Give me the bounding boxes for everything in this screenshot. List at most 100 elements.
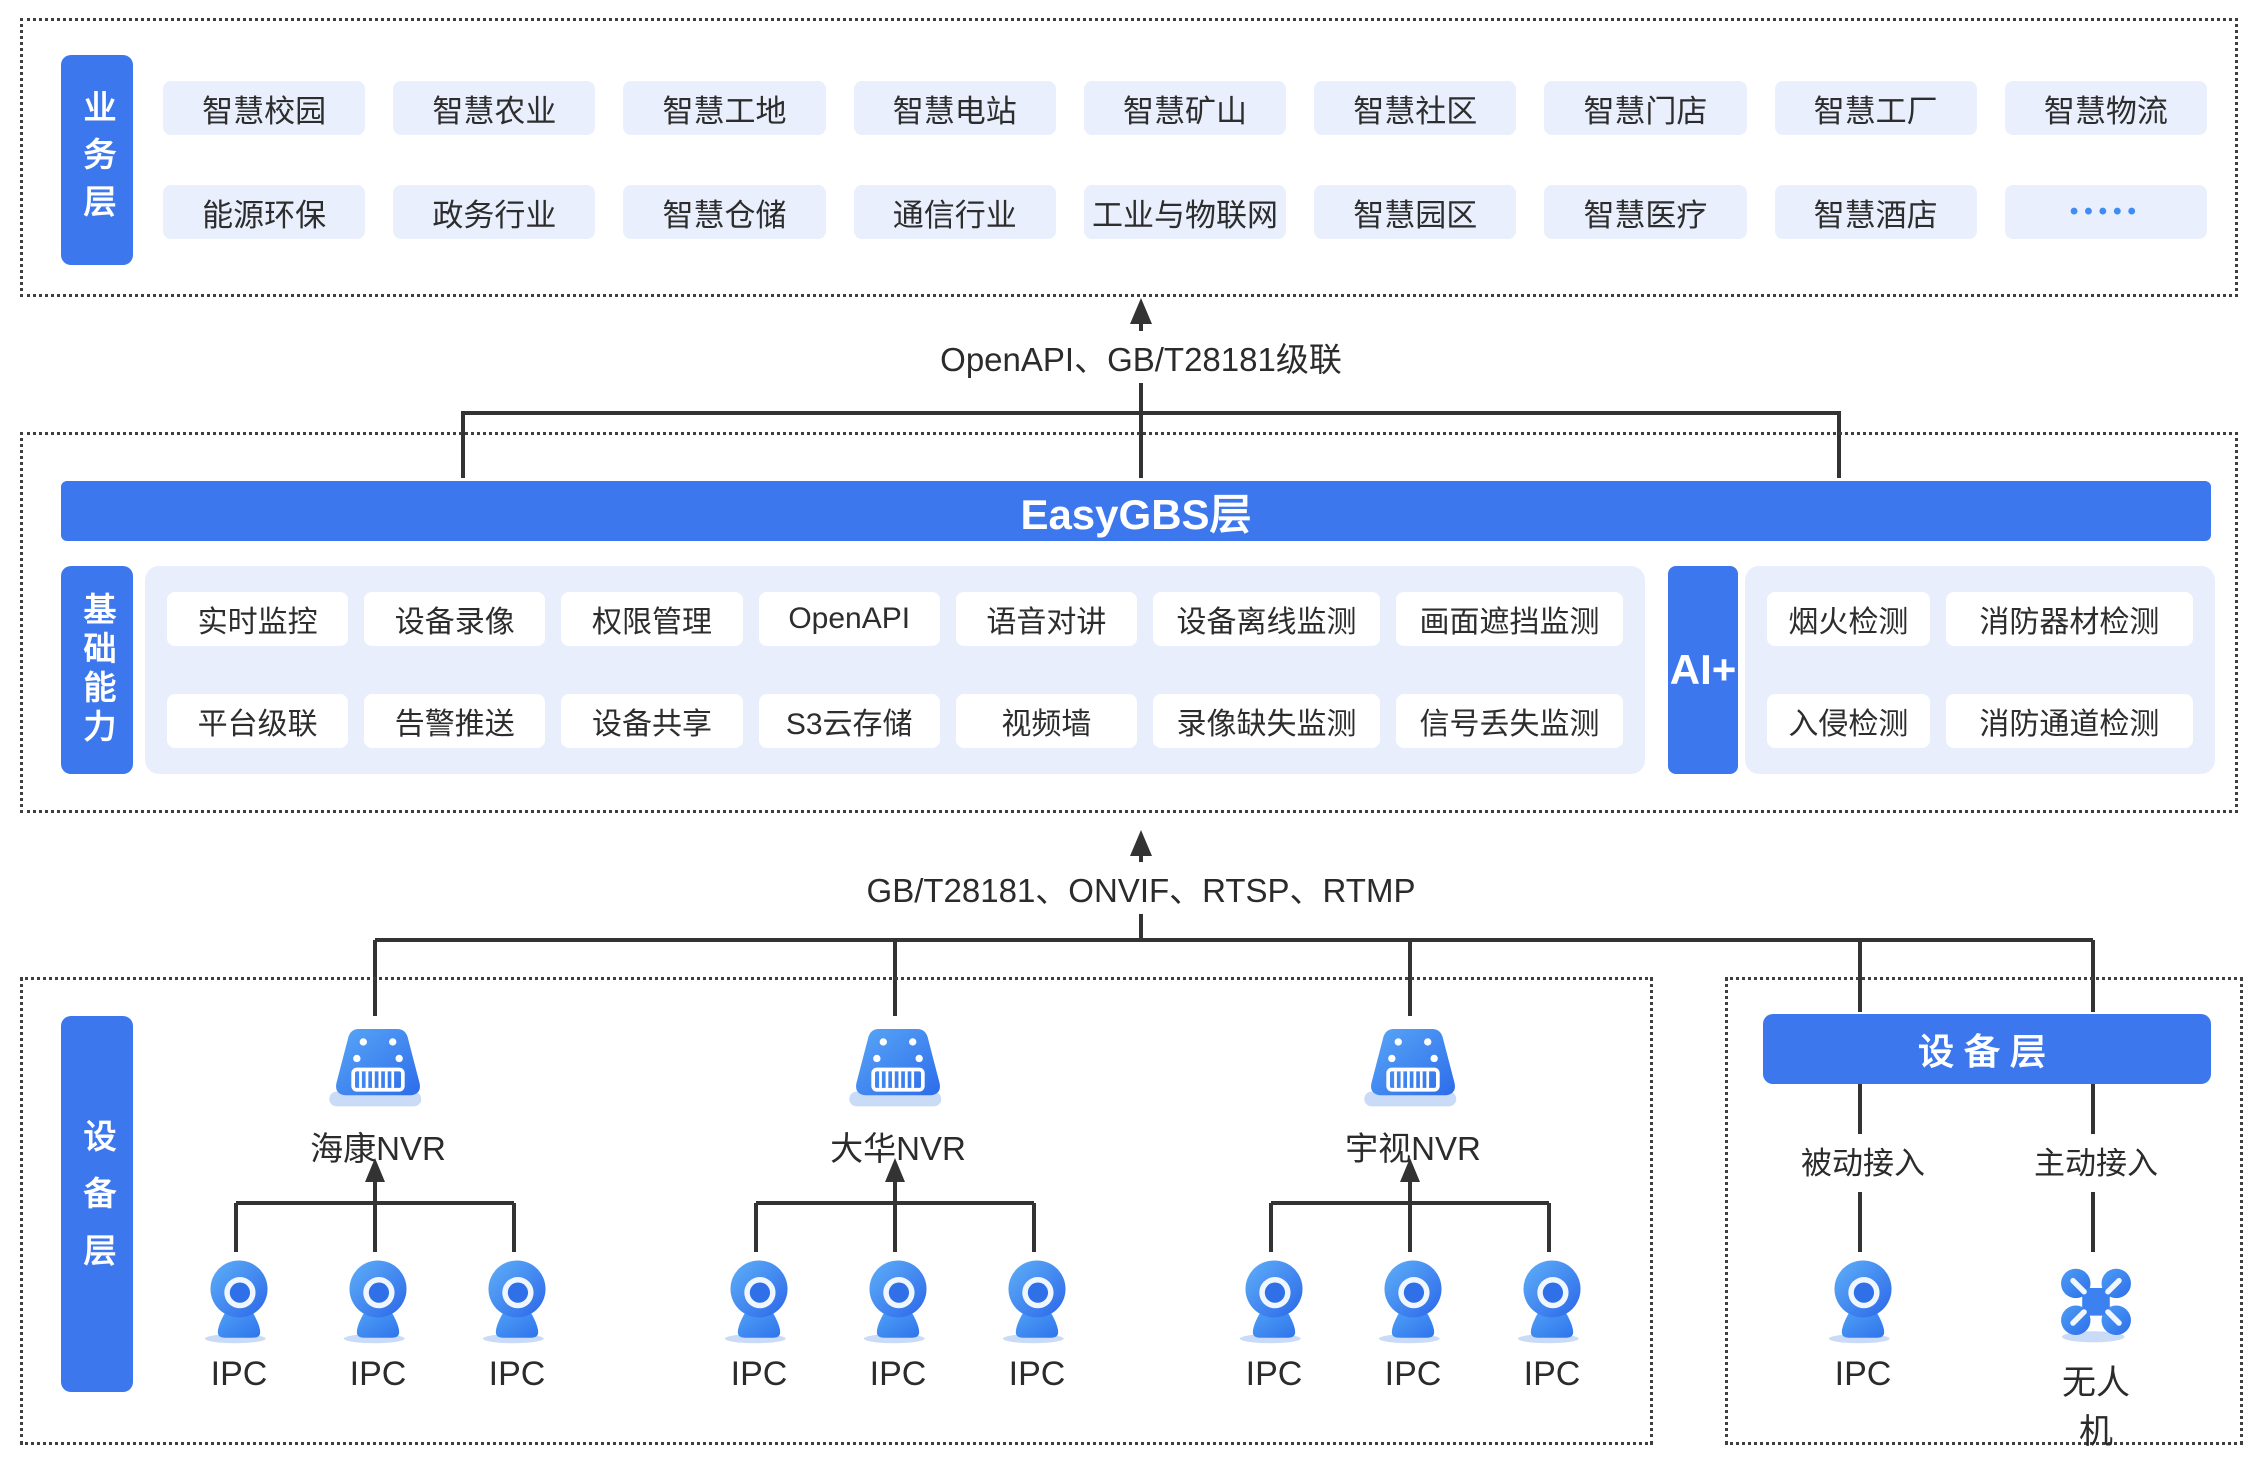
ai-row-2: 入侵检测 消防通道检测	[1767, 694, 2193, 748]
ipc-row: IPC IPC	[713, 1254, 1083, 1394]
nvr-name: 大华NVR	[830, 1130, 966, 1167]
ai-panel: 烟火检测 消防器材检测 入侵检测 消防通道检测	[1745, 566, 2215, 774]
ipc-node: IPC	[852, 1254, 944, 1394]
ipc-node: IPC	[332, 1254, 424, 1394]
business-chip: 智慧工地	[623, 81, 826, 135]
business-chip: 智慧矿山	[1083, 81, 1287, 135]
nvr-group: 宇视NVR IPC	[1228, 1010, 1598, 1393]
business-chip: 智慧社区	[1314, 81, 1517, 135]
ai-row-1: 烟火检测 消防器材检测	[1767, 592, 2193, 646]
ipc-node: IPC	[713, 1254, 805, 1394]
capability-row-2: 平台级联 告警推送 设备共享 S3云存储 视频墙 录像缺失监测 信号丢失监测	[167, 694, 1624, 748]
nvr-group: 大华NVR IPC	[713, 1010, 1083, 1393]
business-chip-row-1: 智慧校园 智慧农业 智慧工地 智慧电站 智慧矿山 智慧社区 智慧门店 智慧工厂 …	[163, 81, 2207, 135]
drone-node: 无人机	[2050, 1254, 2142, 1453]
capability-chip: 视频墙	[955, 694, 1138, 748]
active-access-label: 主动接入	[2034, 1146, 2158, 1181]
nvr-recorder-icon	[1364, 1029, 1457, 1107]
nvr-name: 宇视NVR	[1345, 1130, 1481, 1167]
up-arrowhead	[1130, 298, 1152, 324]
device-layer-title: 设备层	[61, 1016, 133, 1392]
nvr-recorder-icon	[329, 1029, 422, 1107]
nvr-name: 海康NVR	[310, 1130, 446, 1167]
capability-chip: 设备共享	[561, 694, 743, 748]
business-chip-row-2: 能源环保 政务行业 智慧仓储 通信行业 工业与物联网 智慧园区 智慧医疗 智慧酒…	[163, 185, 2207, 239]
ipc-camera-icon	[1002, 1260, 1066, 1344]
up-arrowhead	[1130, 830, 1152, 856]
ipc-label: IPC	[1008, 1355, 1066, 1393]
ipc-camera-icon	[724, 1260, 788, 1344]
ipc-label: IPC	[1245, 1355, 1303, 1393]
capability-title: 基础能力	[61, 566, 133, 774]
ipc-row: IPC IPC	[1228, 1254, 1598, 1394]
ai-chip: 烟火检测	[1767, 592, 1930, 646]
business-chip: 智慧工厂	[1774, 81, 1977, 135]
business-layer-box: 业务层 智慧校园 智慧农业 智慧工地 智慧电站 智慧矿山 智慧社区 智慧门店 智…	[20, 18, 2238, 297]
business-layer-title: 业务层	[61, 55, 133, 265]
ipc-node: IPC	[991, 1254, 1083, 1394]
capability-chip: 画面遮挡监测	[1396, 592, 1624, 646]
ipc-node: IPC	[471, 1254, 563, 1394]
ai-plus-title: AI+	[1668, 566, 1738, 774]
business-chip: 智慧物流	[2004, 81, 2207, 135]
drone-label: 无人机	[2062, 1364, 2130, 1451]
capability-chip: 录像缺失监测	[1153, 694, 1381, 748]
ipc-node: IPC	[193, 1254, 285, 1394]
ipc-label: IPC	[1384, 1355, 1442, 1393]
capability-chip: 告警推送	[364, 694, 546, 748]
business-chip: 智慧仓储	[623, 185, 826, 239]
ipc-label: IPC	[488, 1355, 546, 1393]
ipc-node: IPC	[1228, 1254, 1320, 1394]
ipc-camera-icon	[1239, 1260, 1303, 1344]
business-chip: 智慧酒店	[1774, 185, 1977, 239]
ipc-label: IPC	[730, 1355, 788, 1393]
ipc-camera-icon	[1378, 1260, 1442, 1344]
business-chip: 智慧农业	[393, 81, 596, 135]
ai-chip: 入侵检测	[1767, 694, 1930, 748]
ipc-label: IPC	[1834, 1355, 1892, 1393]
ipc-camera-icon	[343, 1260, 407, 1344]
easygbs-title-bar: EasyGBS层	[61, 481, 2211, 541]
ipc-camera-icon	[482, 1260, 546, 1344]
business-chip: 智慧电站	[853, 81, 1056, 135]
ipc-node: IPC	[1506, 1254, 1598, 1394]
ipc-camera-icon	[1828, 1260, 1892, 1344]
ipc-camera-icon	[204, 1260, 268, 1344]
ipc-label: IPC	[1523, 1355, 1581, 1393]
capability-chip: S3云存储	[758, 694, 940, 748]
capability-chip: OpenAPI	[758, 592, 940, 646]
device-layer-box: 设备层 海康NVR	[20, 977, 1653, 1445]
capability-panel: 实时监控 设备录像 权限管理 OpenAPI 语音对讲 设备离线监测 画面遮挡监…	[145, 566, 1645, 774]
ai-chip: 消防器材检测	[1945, 592, 2193, 646]
ipc-label: IPC	[869, 1355, 927, 1393]
business-chip: 能源环保	[163, 185, 366, 239]
business-chip: 智慧门店	[1544, 81, 1747, 135]
nvr-group: 海康NVR IPC	[193, 1010, 563, 1393]
ipc-label: IPC	[349, 1355, 407, 1393]
ipc-node: IPC	[1817, 1254, 1909, 1394]
passive-access-label: 被动接入	[1801, 1146, 1925, 1181]
ipc-row: IPC IPC	[193, 1254, 563, 1394]
ipc-label: IPC	[210, 1355, 268, 1393]
ai-chip: 消防通道检测	[1945, 694, 2193, 748]
capability-chip: 信号丢失监测	[1396, 694, 1624, 748]
business-chip: 通信行业	[853, 185, 1056, 239]
capability-chip: 实时监控	[167, 592, 349, 646]
business-chip: 智慧校园	[163, 81, 366, 135]
business-chip: 智慧园区	[1314, 185, 1517, 239]
capability-chip: 设备录像	[364, 592, 546, 646]
ipc-node: IPC	[1367, 1254, 1459, 1394]
drone-icon	[2061, 1268, 2131, 1343]
capability-chip: 语音对讲	[955, 592, 1138, 646]
nvr-recorder-icon	[849, 1029, 942, 1107]
capability-chip: 设备离线监测	[1153, 592, 1381, 646]
capability-chip: 权限管理	[561, 592, 743, 646]
ipc-camera-icon	[1517, 1260, 1581, 1344]
device-access-title: 设备层	[1763, 1014, 2211, 1084]
more-items-chip: •••••	[2004, 185, 2207, 239]
top-protocol-label: OpenAPI、GB/T28181级联	[920, 331, 1362, 383]
capability-chip: 平台级联	[167, 694, 349, 748]
business-chip: 智慧医疗	[1544, 185, 1747, 239]
business-chip: 政务行业	[393, 185, 596, 239]
